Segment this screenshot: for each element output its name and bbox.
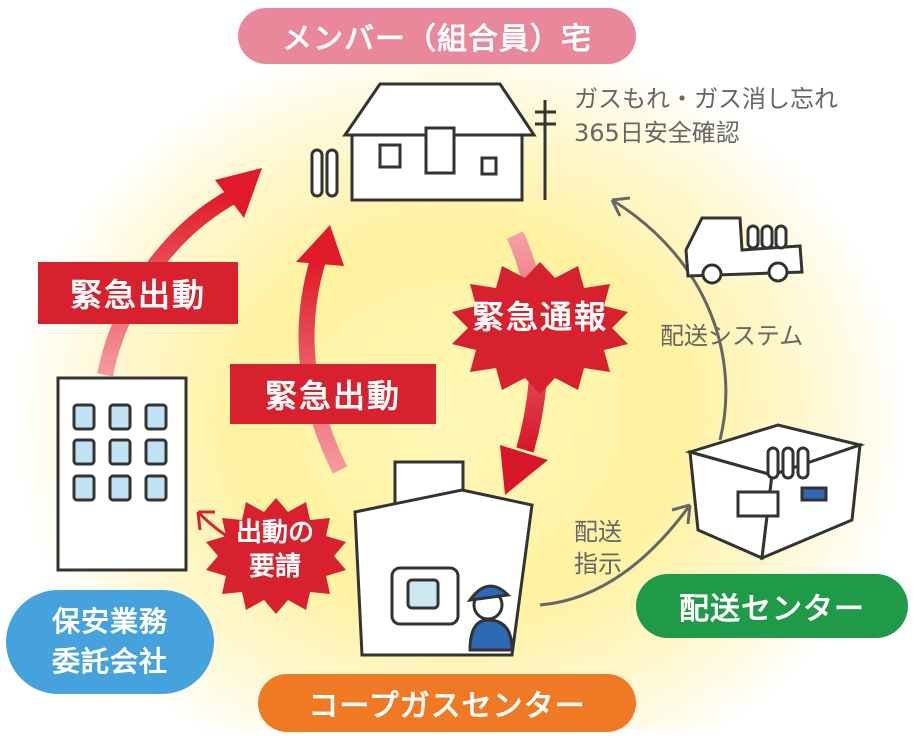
dispatch-request-line2: 要請 xyxy=(248,552,301,582)
coop-gas-center-building xyxy=(353,460,534,657)
member-house xyxy=(310,82,556,202)
member-home-label: メンバー（組合員）宅 xyxy=(238,8,636,64)
delivery-instruction-label: 配送 指示 xyxy=(574,516,622,580)
safety-note-line1: ガスもれ・ガス消し忘れ xyxy=(574,85,838,113)
dispatch-request-label: 出動の 要請 xyxy=(210,516,340,584)
security-company-line1: 保安業務 xyxy=(51,605,168,638)
emergency-report-burst xyxy=(452,262,628,394)
safety-note: ガスもれ・ガス消し忘れ 365日安全確認 xyxy=(574,82,838,150)
delivery-system-label: 配送システム xyxy=(660,322,804,350)
security-company-label: 保安業務 委託会社 xyxy=(6,590,214,694)
emergency-report-label: 緊急通報 xyxy=(471,298,608,336)
delivery-instruction-arrow xyxy=(539,503,692,607)
emergency-arrow-middle xyxy=(296,225,348,474)
emergency-dispatch-label-2: 緊急出動 xyxy=(230,364,436,424)
delivery-system-arrow xyxy=(610,196,728,441)
dispatch-request-burst xyxy=(206,498,346,614)
delivery-center-building xyxy=(684,423,866,561)
coop-gas-center-label: コープガスセンター xyxy=(258,674,636,732)
security-company-building xyxy=(56,376,188,572)
delivery-instruction-line2: 指示 xyxy=(574,550,622,578)
delivery-truck-icon xyxy=(684,216,804,285)
delivery-instruction-line1: 配送 xyxy=(574,518,622,546)
security-company-line2: 委託会社 xyxy=(51,645,168,678)
dispatch-request-line1: 出動の xyxy=(235,518,314,548)
safety-note-line2: 365日安全確認 xyxy=(574,119,740,147)
emergency-dispatch-label-1: 緊急出動 xyxy=(38,262,238,324)
delivery-center-label: 配送センター xyxy=(636,574,908,638)
